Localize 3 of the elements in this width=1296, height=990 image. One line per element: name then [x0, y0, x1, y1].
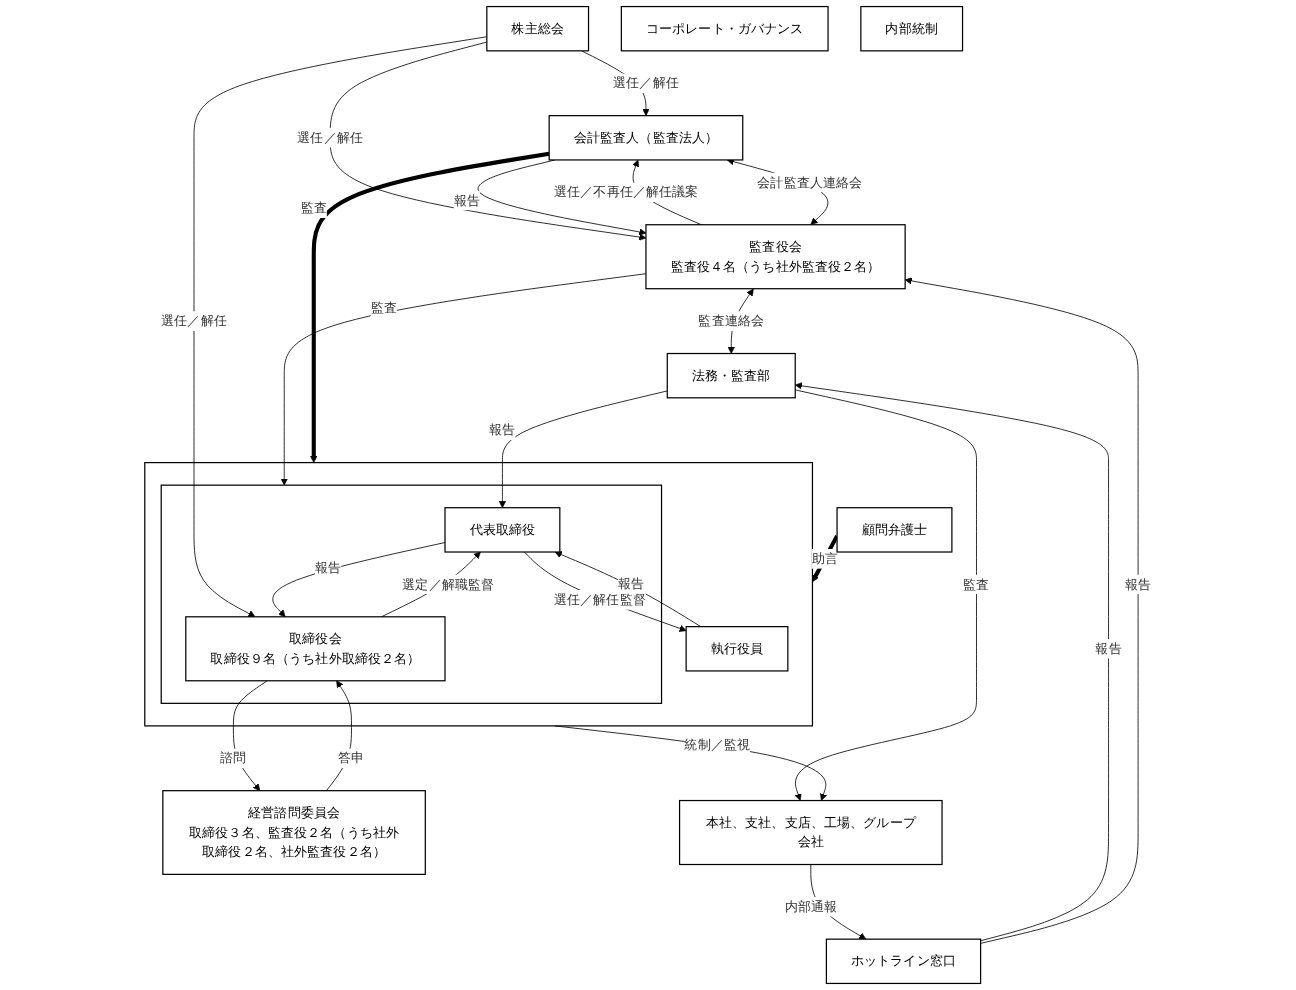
cluster	[160, 484, 663, 704]
arrow	[310, 151, 550, 463]
cluster	[144, 462, 814, 727]
